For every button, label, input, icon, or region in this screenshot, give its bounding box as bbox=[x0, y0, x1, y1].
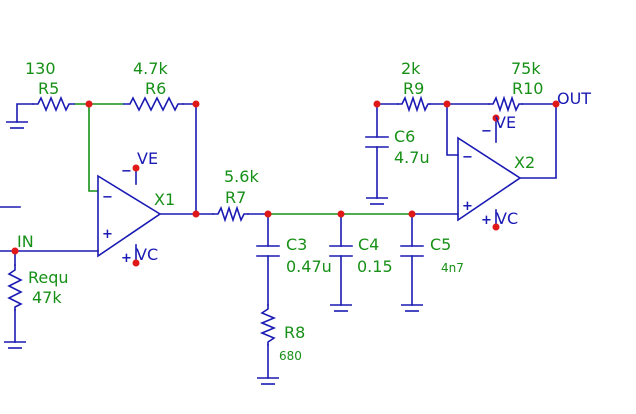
capacitor-c5 bbox=[400, 245, 424, 257]
x1-plus-sign: + bbox=[102, 227, 113, 242]
ground-c6 bbox=[366, 197, 388, 205]
x1-ve-label: VE bbox=[137, 149, 158, 168]
node-x1-out bbox=[192, 210, 200, 218]
ground-requ bbox=[4, 341, 26, 349]
c5-value: 4n7 bbox=[441, 261, 464, 275]
x2-vc-label: VC bbox=[496, 209, 518, 228]
node-c4 bbox=[337, 210, 345, 218]
capacitor-c4 bbox=[329, 245, 353, 257]
r6-value: 4.7k bbox=[133, 59, 168, 78]
node-x2-ve bbox=[492, 114, 500, 122]
node-in bbox=[11, 247, 19, 255]
c4-value: 0.15 bbox=[357, 257, 393, 276]
r6-ref: R6 bbox=[145, 79, 166, 98]
net-in-label: IN bbox=[17, 232, 34, 251]
x2-ve-label: VE bbox=[495, 113, 516, 132]
node-x1-vc bbox=[132, 259, 140, 267]
resistor-r6 bbox=[123, 96, 184, 112]
requ-ref: Requ bbox=[28, 268, 69, 287]
capacitor-c6 bbox=[365, 136, 389, 148]
resistor-r7 bbox=[212, 205, 249, 223]
node-out bbox=[552, 100, 560, 108]
c3-ref: C3 bbox=[286, 235, 307, 254]
r5-ref: R5 bbox=[38, 79, 59, 98]
r10-value: 75k bbox=[511, 59, 541, 78]
net-out-label: OUT bbox=[557, 89, 591, 108]
c5-ref: C5 bbox=[430, 235, 451, 254]
r8-ref: R8 bbox=[284, 323, 305, 342]
r9-ref: R9 bbox=[403, 79, 424, 98]
r7-ref: R7 bbox=[225, 188, 246, 207]
x2-minus-sign: − bbox=[462, 150, 473, 165]
r8-value: 680 bbox=[279, 349, 302, 363]
ground-r8 bbox=[257, 377, 279, 385]
c6-value: 4.7u bbox=[394, 148, 430, 167]
node-r6-right bbox=[192, 100, 200, 108]
ground-c4 bbox=[330, 304, 352, 312]
opamp-x1: − + − + bbox=[97, 164, 162, 266]
capacitor-c3 bbox=[256, 245, 280, 257]
node-r9-left bbox=[373, 100, 381, 108]
r9-value: 2k bbox=[401, 59, 421, 78]
x2-plus-supply-sign: + bbox=[481, 213, 492, 228]
r7-value: 5.6k bbox=[224, 167, 259, 186]
node-c5 bbox=[408, 210, 416, 218]
x1-ref: X1 bbox=[154, 190, 175, 209]
c4-ref: C4 bbox=[358, 235, 379, 254]
requ-value: 47k bbox=[32, 288, 62, 307]
x1-plus-supply-sign: + bbox=[121, 251, 132, 266]
node-r9-r10 bbox=[443, 100, 451, 108]
node-r5-r6 bbox=[85, 100, 93, 108]
ground-r5 bbox=[6, 121, 28, 129]
resistor-r10 bbox=[488, 95, 523, 113]
opamp-x2: − + − + bbox=[457, 124, 522, 228]
resistor-requ bbox=[7, 264, 23, 311]
junction-nodes bbox=[11, 100, 560, 267]
x2-ref: X2 bbox=[514, 153, 535, 172]
ground-c5 bbox=[401, 304, 423, 312]
resistor-r5 bbox=[32, 95, 75, 113]
node-x1-ve bbox=[132, 164, 140, 172]
x1-vc-label: VC bbox=[136, 245, 158, 264]
c6-ref: C6 bbox=[394, 127, 415, 146]
x1-minus-supply-sign: − bbox=[121, 164, 132, 179]
c3-value: 0.47u bbox=[286, 257, 332, 276]
r10-ref: R10 bbox=[512, 79, 543, 98]
x2-minus-supply-sign: − bbox=[481, 124, 492, 139]
resistor-r9 bbox=[397, 95, 431, 113]
wires-blue bbox=[0, 103, 557, 379]
x2-plus-sign: + bbox=[462, 199, 473, 214]
resistor-r8 bbox=[259, 304, 277, 346]
node-x2-vc bbox=[492, 223, 500, 231]
x1-minus-sign: − bbox=[102, 190, 113, 205]
node-r7-c3 bbox=[264, 210, 272, 218]
r5-value: 130 bbox=[25, 59, 56, 78]
